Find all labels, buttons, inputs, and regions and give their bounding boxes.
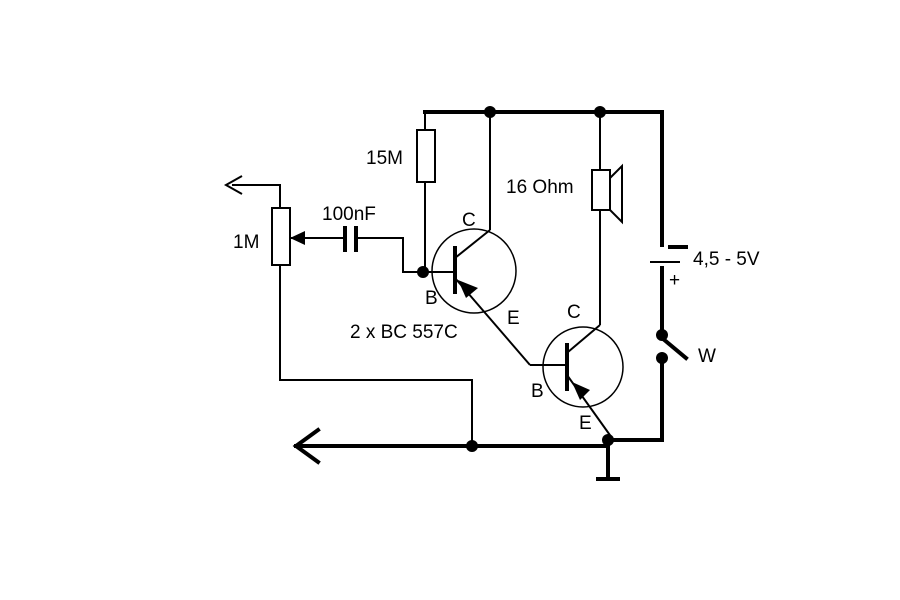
potentiometer-1m-icon — [223, 175, 473, 446]
t2-base-label: B — [531, 381, 544, 402]
capacitor-100nf-icon — [290, 226, 425, 273]
output-arrow-icon — [292, 427, 610, 465]
pot-label: 1M — [233, 232, 259, 253]
transistors-label: 2 x BC 557C — [350, 322, 458, 343]
t1-collector-label: C — [462, 210, 476, 231]
resistor-label: 15M — [366, 148, 403, 169]
speaker-label: 16 Ohm — [506, 177, 574, 198]
switch-icon — [656, 329, 689, 364]
junction-dot — [466, 440, 478, 452]
capacitor-label: 100nF — [322, 204, 376, 225]
switch-to-ground-wire — [606, 356, 664, 442]
t2-emitter-label: E — [579, 413, 592, 434]
transistor-2-icon — [530, 324, 624, 439]
t1-base-label: B — [425, 288, 438, 309]
t2-collector-label: C — [567, 302, 581, 323]
t1-emitter-label: E — [507, 308, 520, 329]
resistor-15m-icon — [416, 112, 436, 272]
battery-icon — [650, 245, 688, 263]
battery-plus-label: + — [669, 270, 680, 291]
top-rail-wire — [423, 110, 664, 247]
battery-label: 4,5 - 5V — [693, 249, 760, 270]
ground-icon — [596, 434, 620, 481]
transistor-1-icon — [425, 112, 531, 366]
switch-label: W — [698, 346, 716, 367]
speaker-icon — [591, 112, 623, 325]
